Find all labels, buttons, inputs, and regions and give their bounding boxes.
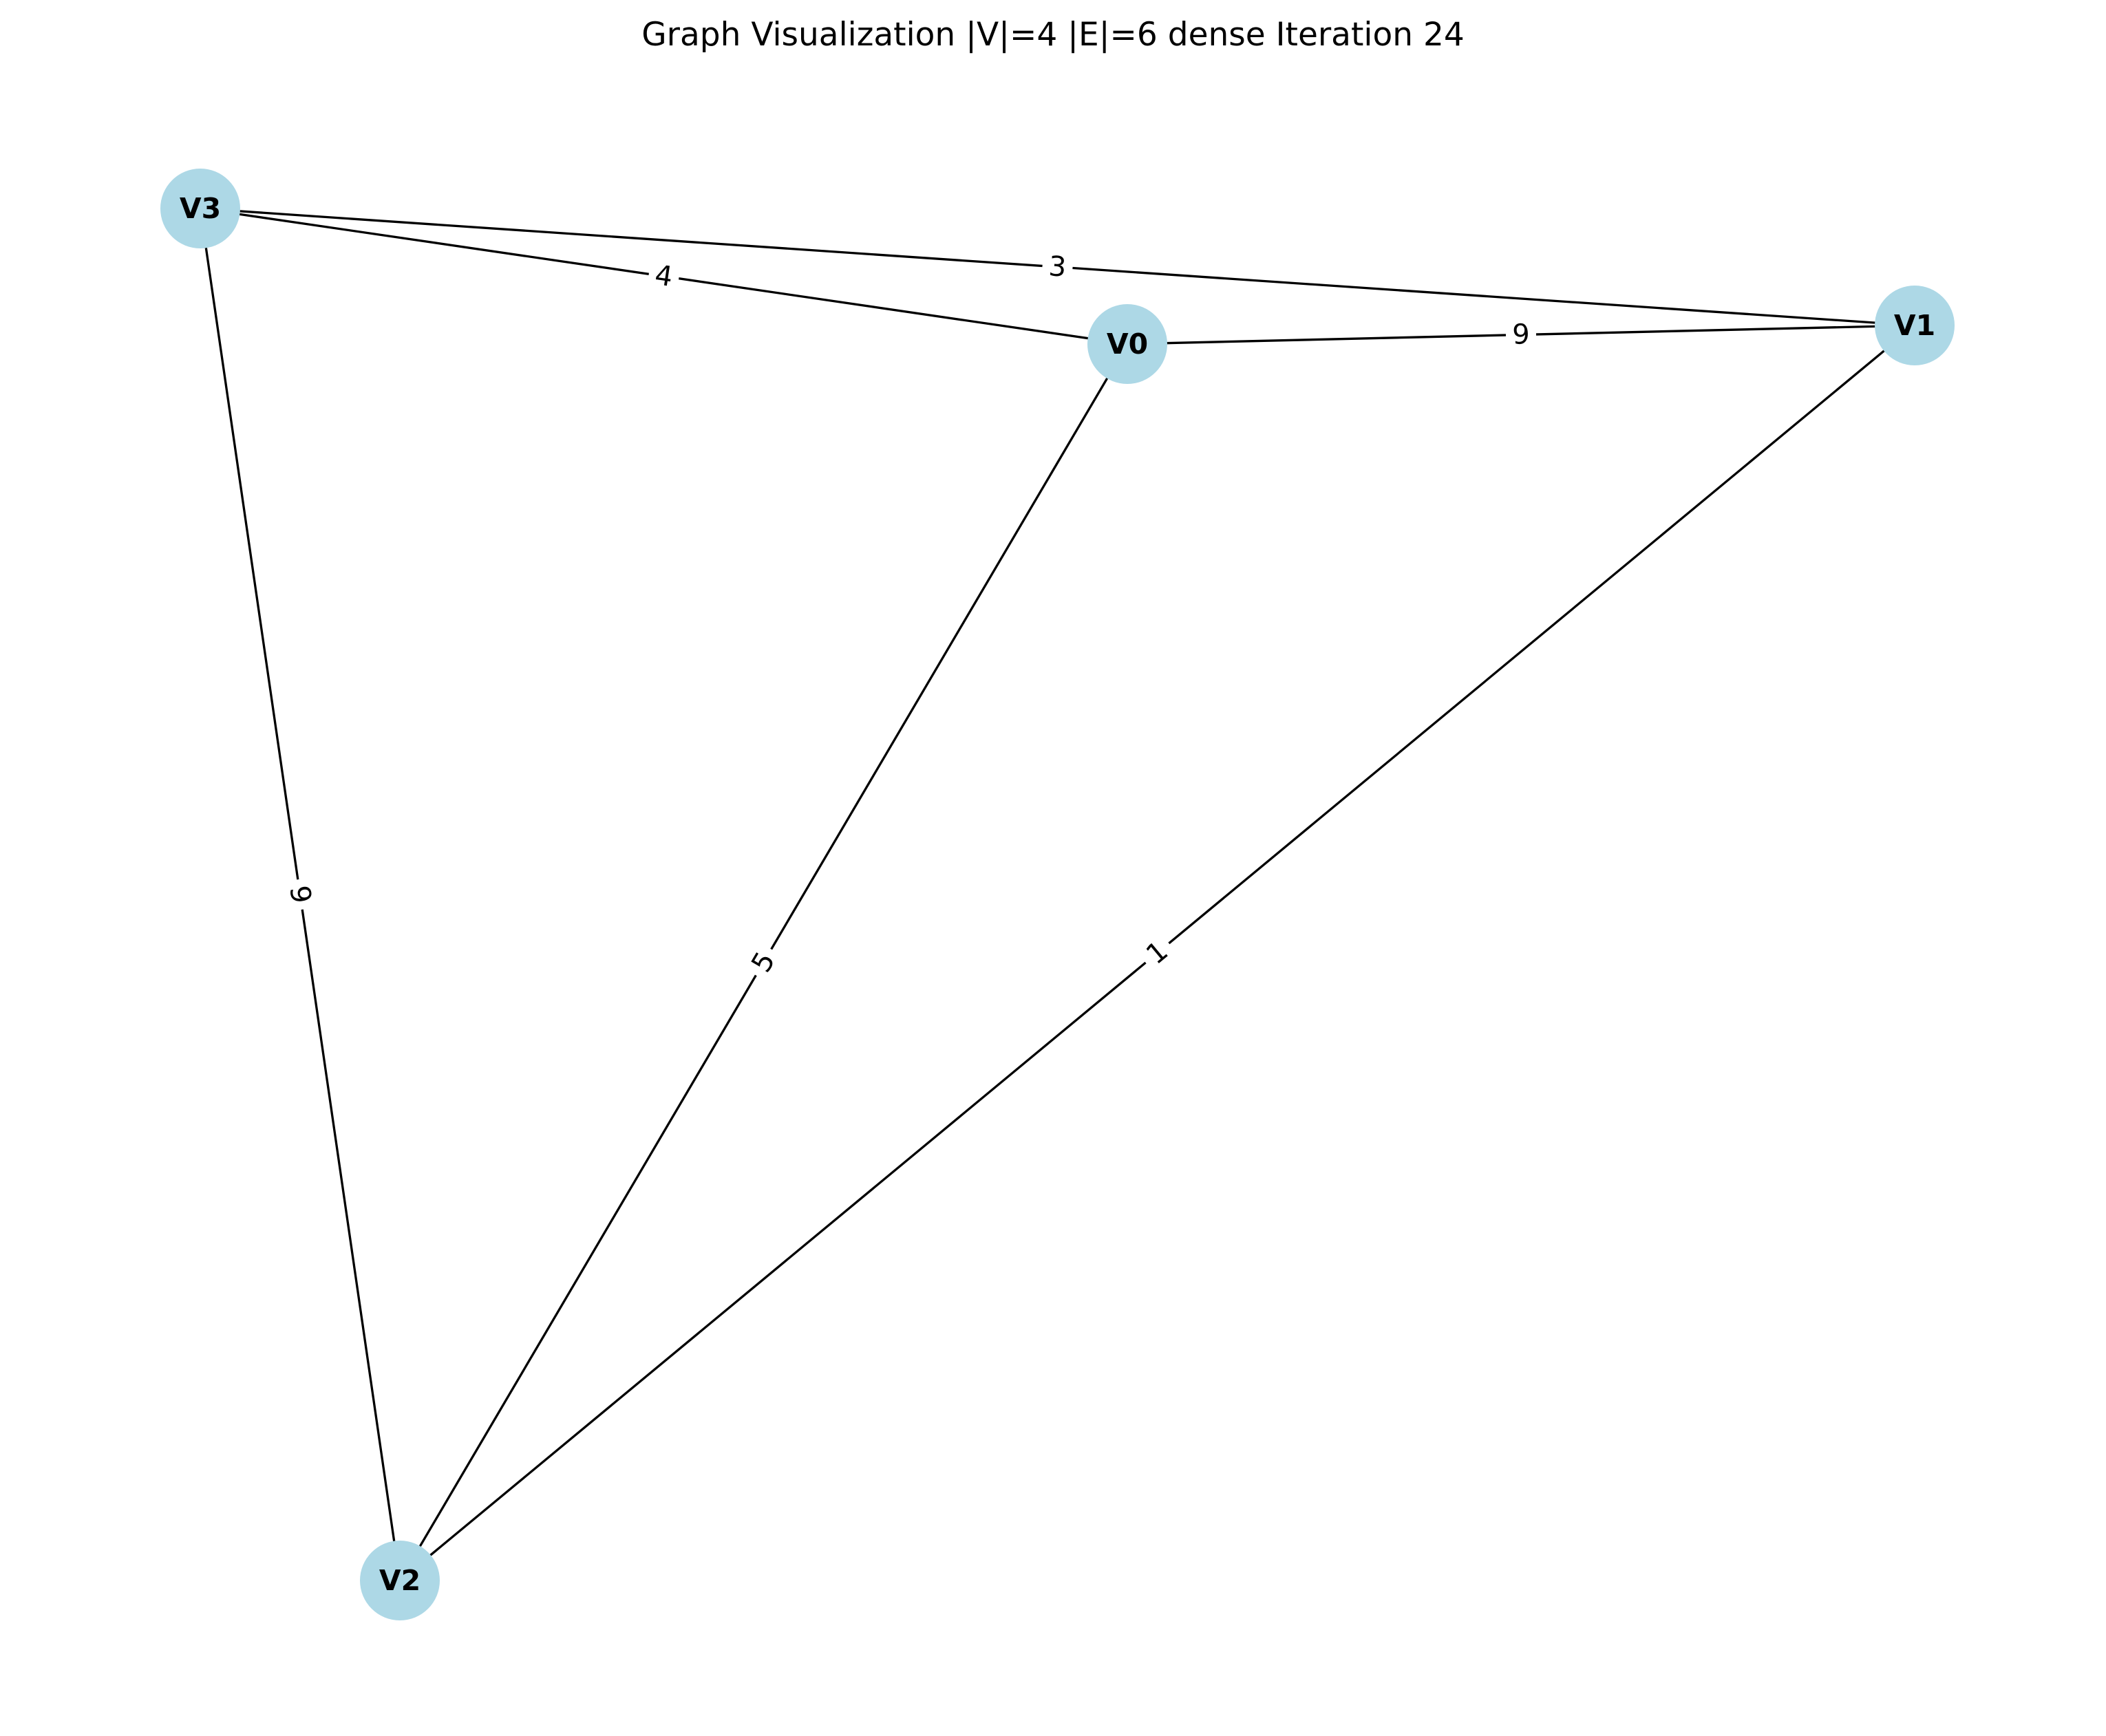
node-label: V0 bbox=[1107, 328, 1148, 361]
edge-weight-label-group: 3 bbox=[1041, 249, 1074, 285]
edge-weight-label-background bbox=[741, 941, 786, 984]
node-label: V2 bbox=[379, 1564, 421, 1597]
edge-weight-label-group: 9 bbox=[1505, 317, 1537, 352]
node-label: V1 bbox=[1894, 309, 1935, 342]
edge-v1-v2: 1 bbox=[398, 324, 1916, 1582]
edge-v3-v0: 4 bbox=[200, 207, 1128, 345]
edge-weight-label: 3 bbox=[1047, 250, 1067, 283]
edge-v3-v1: 3 bbox=[200, 207, 1915, 327]
edge-weight-label-background bbox=[281, 877, 319, 912]
graph-title: Graph Visualization |V|=4 |E|=6 dense It… bbox=[641, 16, 1465, 54]
edge-weight-label-group: 4 bbox=[646, 257, 681, 295]
edge-weight-label: 9 bbox=[1512, 319, 1531, 351]
edge-weight-label-group: 5 bbox=[741, 941, 786, 984]
node-circle bbox=[1875, 286, 1955, 365]
node-circle bbox=[360, 1541, 440, 1620]
edge-weight-label-background bbox=[1135, 930, 1180, 976]
node-v0: V0 bbox=[1087, 304, 1167, 384]
edge-weight-label-background bbox=[646, 257, 681, 295]
node-label: V3 bbox=[180, 192, 221, 225]
node-v1: V1 bbox=[1875, 286, 1955, 365]
node-v3: V3 bbox=[160, 169, 240, 248]
edge-weight-label-group: 9 bbox=[281, 877, 319, 912]
node-circle bbox=[160, 169, 240, 248]
edge-v0-v2: 5 bbox=[398, 343, 1129, 1581]
edge-weight-label-background bbox=[1505, 317, 1537, 352]
edge-v0-v1: 9 bbox=[1127, 317, 1915, 352]
node-v2: V2 bbox=[360, 1541, 440, 1620]
edge-weight-label-background bbox=[1041, 249, 1074, 285]
edge-v3-v2: 9 bbox=[199, 208, 401, 1581]
node-circle bbox=[1087, 304, 1167, 384]
